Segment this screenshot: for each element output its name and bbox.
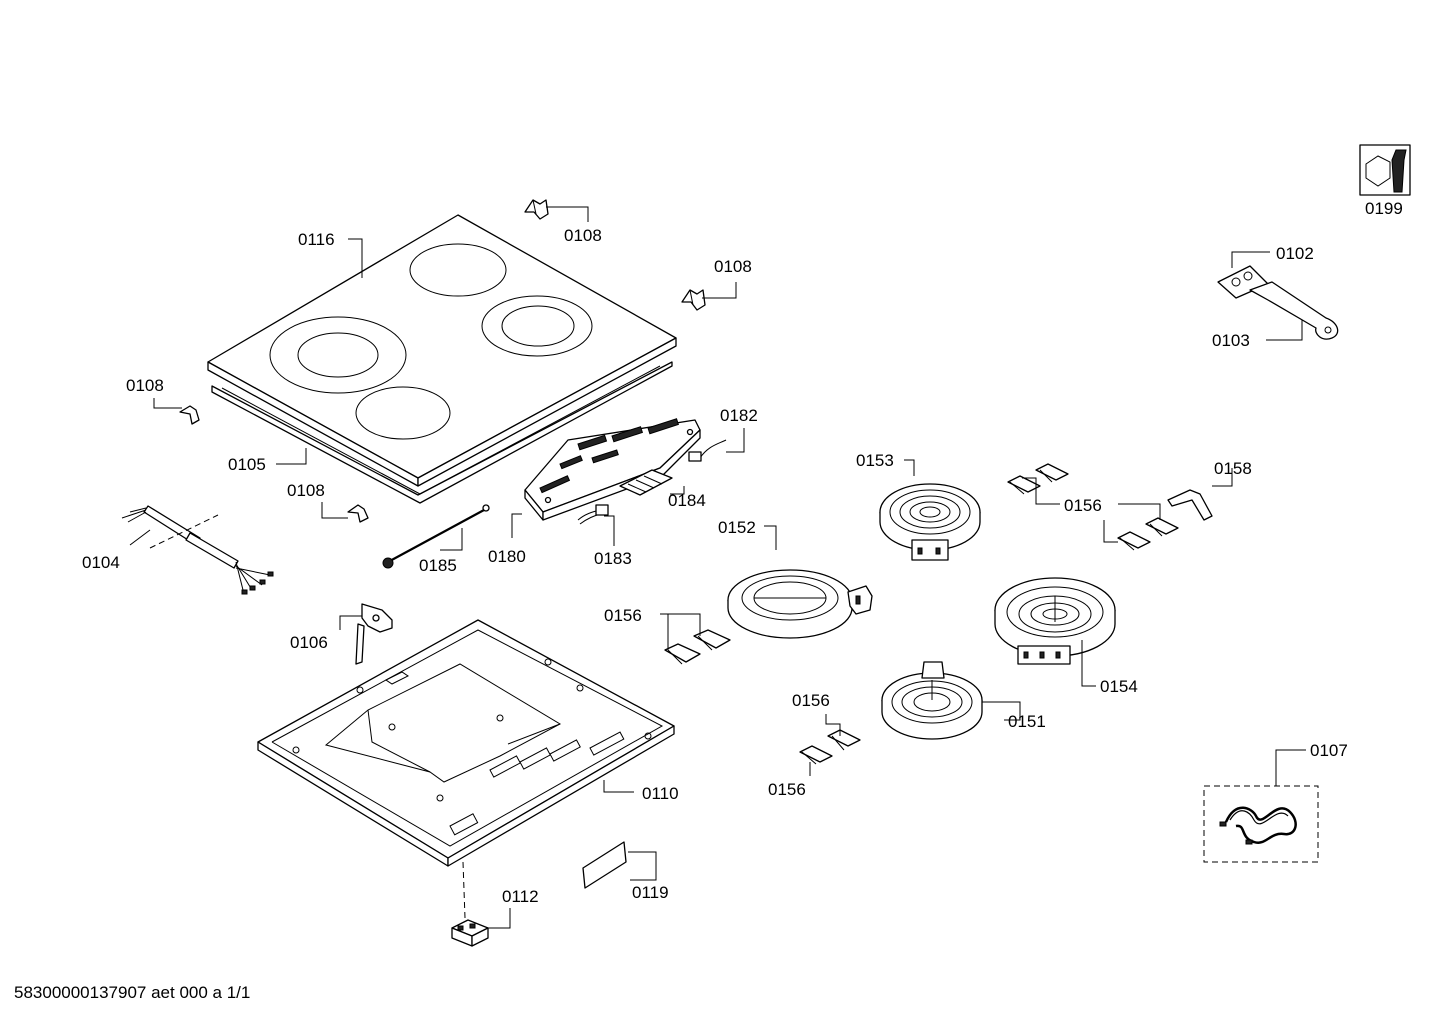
label-0156-bottom-upper: 0156 <box>792 691 830 710</box>
rating-label-0119[interactable] <box>582 841 627 889</box>
label-0156-middle: 0156 <box>604 606 642 625</box>
radiant-heater-0151[interactable] <box>881 661 983 740</box>
label-0158: 0158 <box>1214 459 1252 478</box>
label-0153: 0153 <box>856 451 894 470</box>
connector-0183[interactable] <box>577 504 609 525</box>
mains-cable[interactable] <box>121 505 274 595</box>
clip-0108-top[interactable] <box>524 199 549 220</box>
label-0110: 0110 <box>642 784 679 803</box>
terminal-block-0112[interactable] <box>451 919 489 947</box>
label-0103: 0103 <box>1212 331 1250 350</box>
spring-clip-0156-bottom[interactable] <box>799 729 861 765</box>
bracket-0158[interactable] <box>1167 489 1213 521</box>
installation-tool-0103[interactable] <box>1217 265 1339 340</box>
label-0116: 0116 <box>298 230 335 249</box>
radiant-heater-0154[interactable] <box>994 577 1116 665</box>
label-0152: 0152 <box>718 518 756 537</box>
label-0107: 0107 <box>1310 741 1348 760</box>
clip-0108-left[interactable] <box>179 405 200 425</box>
label-0102: 0102 <box>1276 244 1314 263</box>
label-0105: 0105 <box>228 455 266 474</box>
label-0182: 0182 <box>720 406 758 425</box>
label-0156-bottom-lower: 0156 <box>768 780 806 799</box>
label-0108-top: 0108 <box>564 226 602 245</box>
label-0199: 0199 <box>1365 199 1403 218</box>
spring-clip-0156-lower-right[interactable] <box>1117 517 1179 551</box>
drawing-number: 58300000137907 aet 000 a 1/1 <box>14 983 250 1002</box>
wiring-harness-0107[interactable] <box>1203 785 1319 863</box>
spring-clip-0156-middle[interactable] <box>664 629 731 665</box>
clip-0108-right[interactable] <box>681 289 706 311</box>
label-0180: 0180 <box>488 547 526 566</box>
spring-clip-0156-upper[interactable] <box>1007 463 1069 495</box>
label-0185: 0185 <box>419 556 457 575</box>
temperature-sensor-rod[interactable] <box>382 504 490 569</box>
leader-lines <box>129 206 1306 929</box>
circuit-board-0184[interactable] <box>619 469 673 496</box>
label-0183: 0183 <box>594 549 632 568</box>
connector-plug-0182[interactable] <box>688 439 727 462</box>
radiant-heater-0153[interactable] <box>879 483 981 561</box>
label-0104: 0104 <box>82 553 120 572</box>
control-module[interactable] <box>524 418 701 521</box>
ceramic-hob-top[interactable] <box>207 214 677 487</box>
label-0184: 0184 <box>668 491 706 510</box>
holder-0106[interactable] <box>355 603 393 665</box>
label-0112: 0112 <box>502 887 539 906</box>
label-0156-upper: 0156 <box>1064 496 1102 515</box>
label-0108-right: 0108 <box>714 257 752 276</box>
part-labels: 0116 0108 0108 0108 0105 0108 0104 0185 … <box>82 199 1403 906</box>
wrench-icon <box>1359 144 1411 196</box>
bottom-housing-tray[interactable] <box>257 619 675 867</box>
label-0108-bottom: 0108 <box>287 481 325 500</box>
seal-frame[interactable] <box>211 361 673 504</box>
label-0151: 0151 <box>1008 712 1046 731</box>
label-0119: 0119 <box>632 883 669 902</box>
label-0106: 0106 <box>290 633 328 652</box>
clip-0108-bottom[interactable] <box>347 504 369 523</box>
label-0154: 0154 <box>1100 677 1138 696</box>
radiant-heater-0152[interactable] <box>727 569 873 639</box>
label-0108-left: 0108 <box>126 376 164 395</box>
